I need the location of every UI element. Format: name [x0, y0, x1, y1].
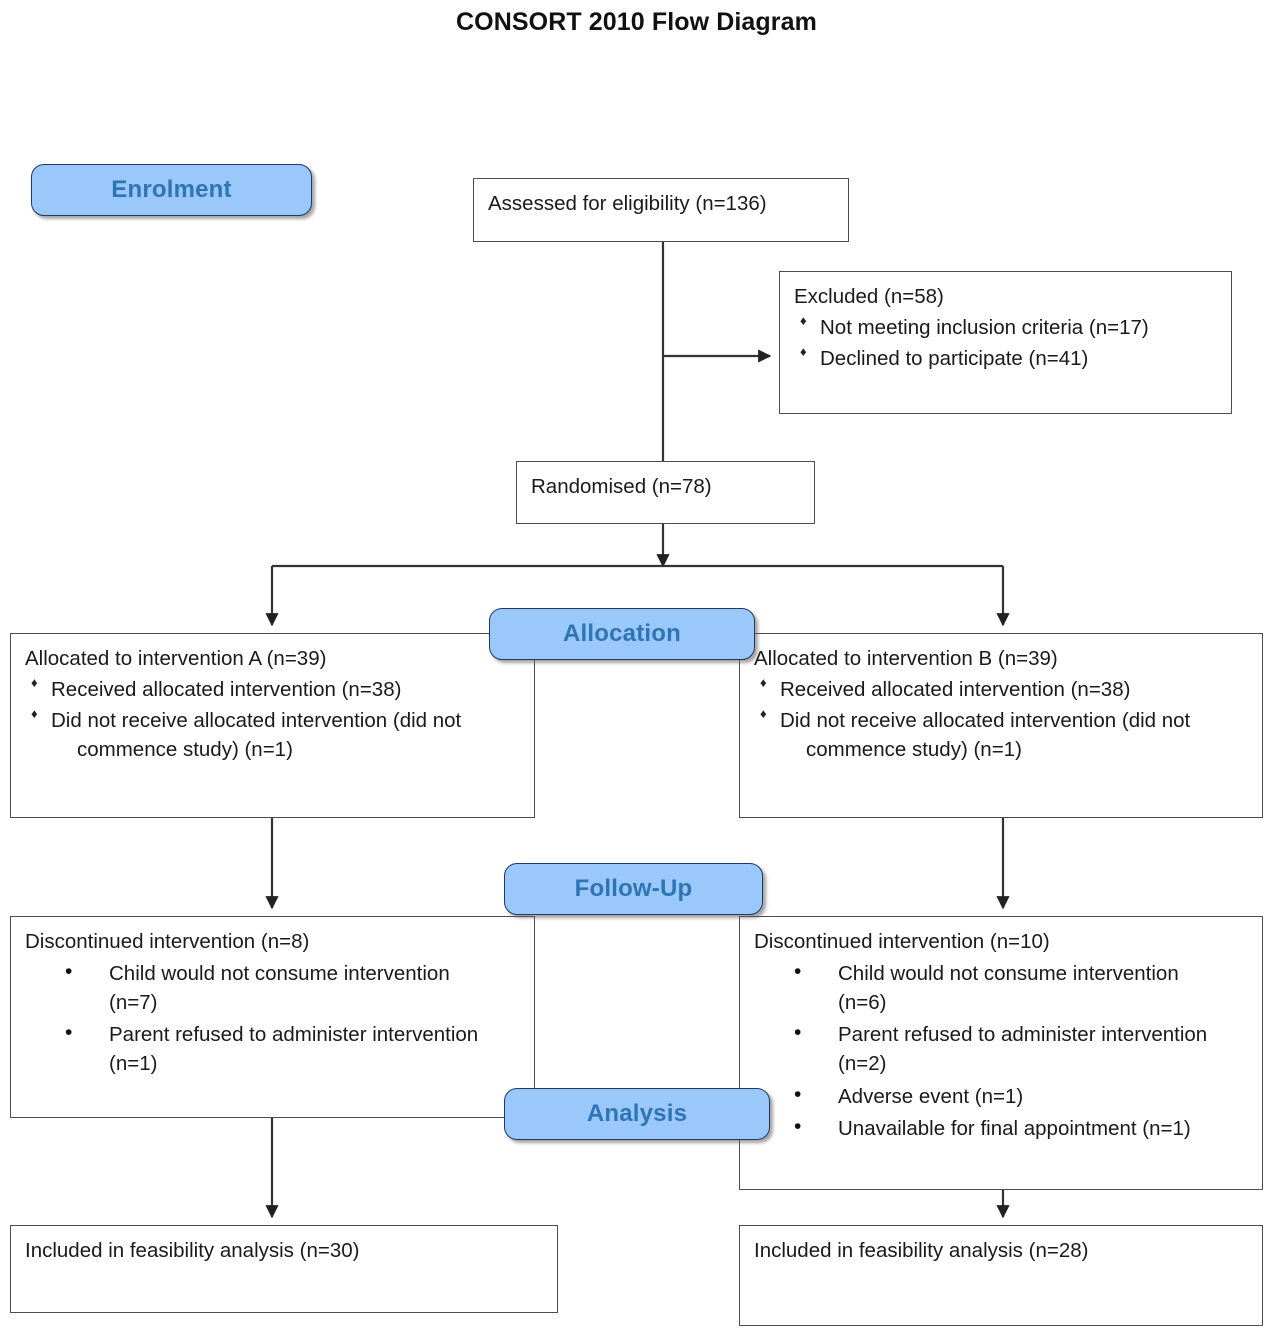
list-item-line2: commence study) (n=1)	[806, 738, 1022, 762]
list-item: Not meeting inclusion criteria (n=17)	[794, 312, 1217, 342]
node-assessed-for-eligibility: Assessed for eligibility (n=136)	[473, 178, 849, 242]
node-analysis-intervention-a: Included in feasibility analysis (n=30)	[10, 1225, 558, 1313]
list-item: Child would not consume intervention (n=…	[65, 957, 495, 1017]
node-analysis-a-text: Included in feasibility analysis (n=30)	[25, 1239, 360, 1262]
stage-badge-analysis: Analysis	[504, 1088, 770, 1140]
node-followup-a-list: Child would not consume intervention (n=…	[65, 957, 495, 1078]
list-item-line1: Did not receive allocated intervention (…	[51, 709, 462, 733]
node-analysis-intervention-b: Included in feasibility analysis (n=28)	[739, 1225, 1263, 1326]
stage-badge-follow-up-label: Follow-Up	[574, 875, 693, 902]
node-followup-b-heading: Discontinued intervention (n=10)	[754, 930, 1050, 953]
stage-badge-enrolment: Enrolment	[31, 164, 312, 216]
list-item: Child would not consume intervention (n=…	[794, 957, 1226, 1017]
list-item: Received allocated intervention (n=38)	[25, 674, 520, 704]
stage-badge-enrolment-label: Enrolment	[111, 176, 232, 203]
node-randomised-text: Randomised (n=78)	[531, 475, 712, 498]
list-item: Declined to participate (n=41)	[794, 343, 1217, 373]
stage-badge-analysis-label: Analysis	[586, 1100, 688, 1127]
node-excluded-list: Not meeting inclusion criteria (n=17) De…	[794, 312, 1217, 373]
node-followup-intervention-b: Discontinued intervention (n=10) Child w…	[739, 916, 1263, 1190]
list-item-line1: Did not receive allocated intervention (…	[780, 709, 1191, 733]
node-allocation-a-heading: Allocated to intervention A (n=39)	[25, 647, 327, 670]
node-analysis-b-text: Included in feasibility analysis (n=28)	[754, 1239, 1089, 1262]
list-item: Unavailable for final appointment (n=1)	[794, 1112, 1226, 1143]
list-item: Adverse event (n=1)	[794, 1080, 1226, 1111]
list-item-line2: commence study) (n=1)	[77, 738, 293, 762]
node-allocation-b-list: Received allocated intervention (n=38) D…	[754, 674, 1248, 764]
node-allocation-a-list: Received allocated intervention (n=38) D…	[25, 674, 520, 764]
node-allocation-intervention-a: Allocated to intervention A (n=39) Recei…	[10, 633, 535, 818]
list-item: Did not receive allocated intervention (…	[25, 705, 520, 764]
page-title: CONSORT 2010 Flow Diagram	[456, 8, 817, 36]
node-followup-a-heading: Discontinued intervention (n=8)	[25, 930, 310, 953]
stage-badge-allocation-label: Allocation	[562, 620, 681, 647]
stage-badge-allocation: Allocation	[489, 608, 755, 660]
node-excluded: Excluded (n=58) Not meeting inclusion cr…	[779, 271, 1232, 414]
node-followup-intervention-a: Discontinued intervention (n=8) Child wo…	[10, 916, 535, 1118]
stage-badge-follow-up: Follow-Up	[504, 863, 763, 915]
node-assessed-for-eligibility-text: Assessed for eligibility (n=136)	[488, 192, 767, 215]
node-allocation-intervention-b: Allocated to intervention B (n=39) Recei…	[739, 633, 1263, 818]
node-followup-b-list: Child would not consume intervention (n=…	[794, 957, 1226, 1143]
list-item: Parent refused to administer interventio…	[794, 1018, 1226, 1078]
node-allocation-b-heading: Allocated to intervention B (n=39)	[754, 647, 1058, 670]
node-excluded-heading: Excluded (n=58)	[794, 285, 944, 308]
list-item: Received allocated intervention (n=38)	[754, 674, 1248, 704]
list-item: Did not receive allocated intervention (…	[754, 705, 1248, 764]
list-item: Parent refused to administer interventio…	[65, 1018, 495, 1078]
node-randomised: Randomised (n=78)	[516, 461, 815, 524]
